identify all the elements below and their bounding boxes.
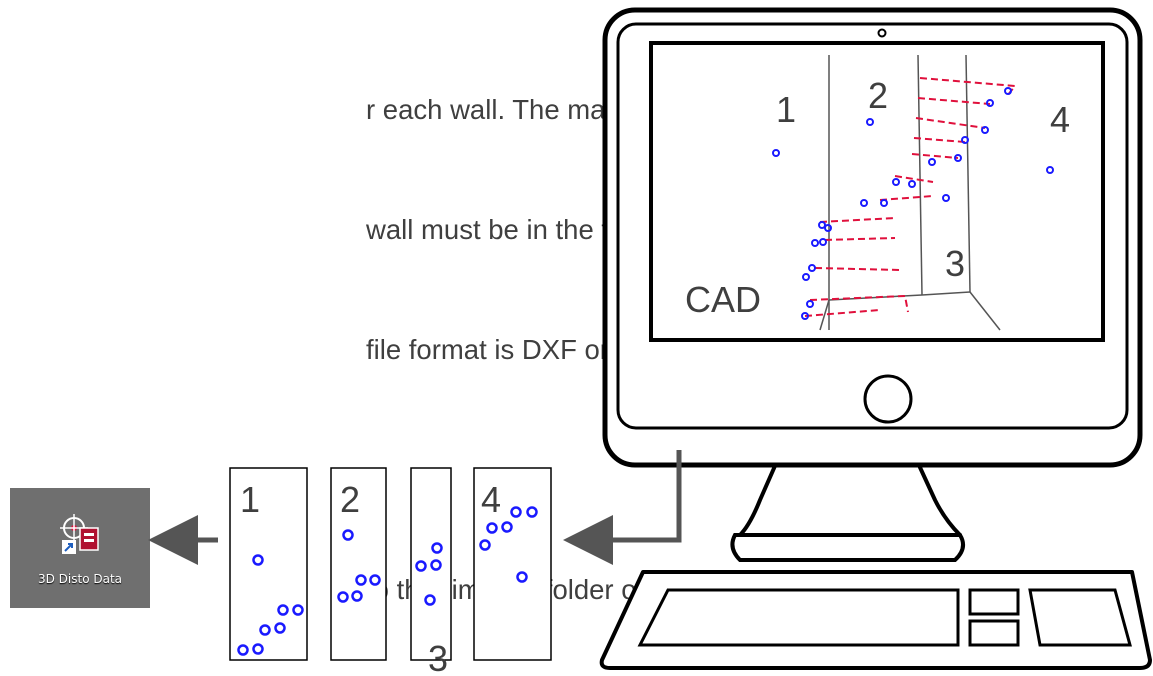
wall-file-4: 4 [473, 467, 552, 661]
app-icon-label: 3D Disto Data [37, 572, 123, 586]
wall-file-2-label: 2 [340, 479, 360, 520]
instruction-line-3: file format is DXF or [366, 334, 609, 365]
screen-wall-1-label: 1 [776, 89, 796, 130]
cad-label: CAD [685, 279, 761, 320]
wall-file-4-label: 4 [481, 479, 501, 520]
3d-disto-data-icon [60, 514, 99, 554]
screen-wall-2-label: 2 [868, 75, 888, 116]
wall-file-3-label: 3 [428, 638, 448, 676]
computer-monitor [602, 7, 1143, 562]
wall-file-1-label: 1 [240, 479, 260, 520]
keyboard [599, 570, 1152, 670]
screen-wall-4-label: 4 [1050, 99, 1070, 140]
wall-file-2: 2 [330, 467, 387, 661]
3d-disto-data-shortcut[interactable]: 3D Disto Data [10, 488, 150, 608]
export-arrow [563, 450, 682, 565]
wall-file-1: 1 [229, 467, 308, 661]
wall-file-3: 3 [410, 467, 452, 676]
cad-screen-content: 1 2 3 4 CAD [685, 54, 1070, 331]
screen-wall-3-label: 3 [945, 243, 965, 284]
